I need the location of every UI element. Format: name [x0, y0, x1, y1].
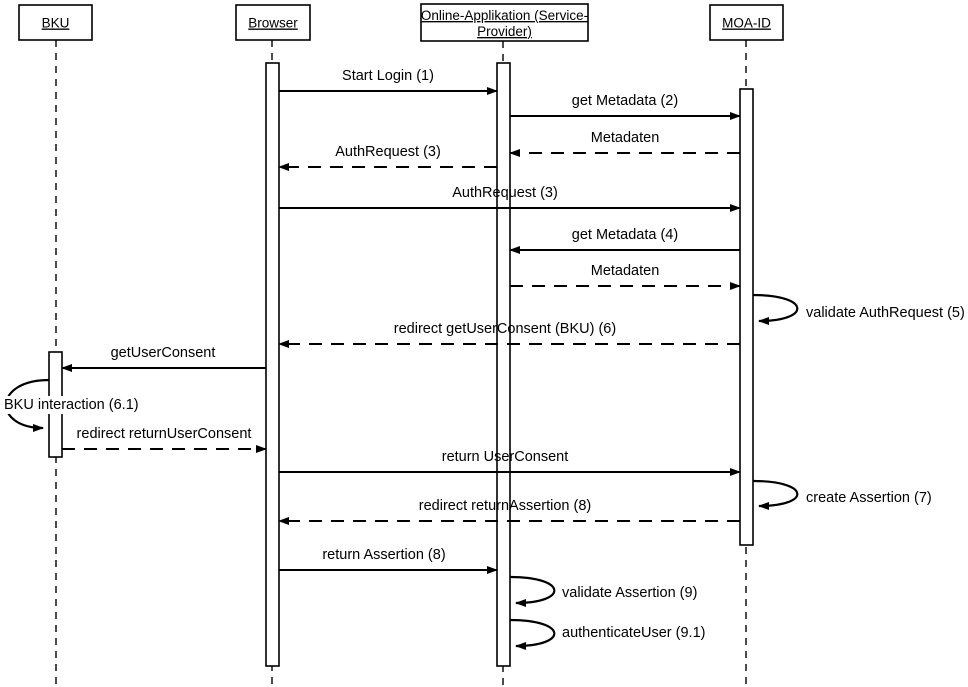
self-message-label-backing-2	[0, 396, 162, 414]
self-message-4[interactable]: validate Assertion (9)	[509, 575, 697, 607]
self-message-label-2: BKU interaction (6.1)	[4, 397, 139, 413]
self-message-1[interactable]: validate AuthRequest (5)	[752, 293, 965, 325]
message-label-5: AuthRequest (3)	[452, 185, 558, 201]
self-message-2[interactable]: BKU interaction (6.1)	[0, 378, 162, 432]
self-messages-group: validate AuthRequest (5) BKU interaction …	[0, 293, 965, 650]
message-3[interactable]: Metadaten	[509, 130, 740, 157]
message-12[interactable]: redirect returnAssertion (8)	[278, 498, 740, 525]
message-1[interactable]: Start Login (1)	[279, 68, 498, 95]
self-message-curve-1	[752, 293, 799, 325]
self-message-5[interactable]: authenticateUser (9.1)	[509, 618, 705, 650]
message-label-7: Metadaten	[591, 263, 660, 279]
lifeline-header-box-browser[interactable]	[235, 4, 311, 41]
message-label-3: Metadaten	[591, 130, 660, 146]
message-label-12: redirect returnAssertion (8)	[419, 498, 591, 514]
message-label-9: getUserConsent	[111, 345, 216, 361]
message-4[interactable]: AuthRequest (3)	[278, 144, 497, 171]
self-message-curve-3	[752, 479, 799, 510]
message-label-6: get Metadata (4)	[572, 227, 678, 243]
message-7[interactable]: Metadaten	[510, 263, 741, 290]
message-8[interactable]: redirect getUserConsent (BKU) (6)	[278, 321, 740, 348]
message-label-10: redirect returnUserConsent	[77, 426, 252, 442]
message-11[interactable]: return UserConsent	[279, 449, 741, 476]
message-13[interactable]: return Assertion (8)	[279, 547, 498, 574]
self-message-label-4: validate Assertion (9)	[562, 585, 697, 601]
lifeline-label-oa: Online-Applikation (Service-	[421, 8, 588, 23]
lifeline-bku[interactable]: BKU	[18, 4, 93, 685]
message-6[interactable]: get Metadata (4)	[509, 227, 740, 254]
message-label-13: return Assertion (8)	[322, 547, 445, 563]
lifeline-browser[interactable]: Browser	[235, 4, 311, 685]
activation-bar-moaid[interactable]	[739, 88, 754, 546]
message-label-8: redirect getUserConsent (BKU) (6)	[394, 321, 616, 337]
lifeline-header-box-bku[interactable]	[18, 4, 93, 41]
lifeline-label-bku: BKU	[42, 16, 70, 31]
activation-bar-oa[interactable]	[496, 62, 511, 667]
lifeline-label-browser: Browser	[248, 16, 298, 31]
self-message-3[interactable]: create Assertion (7)	[752, 479, 932, 510]
activation-bar-browser[interactable]	[265, 62, 280, 667]
message-label-2: get Metadata (2)	[572, 93, 678, 109]
lifeline-header-box-oa[interactable]	[420, 3, 589, 42]
message-9[interactable]: getUserConsent	[61, 345, 266, 372]
self-message-label-5: authenticateUser (9.1)	[562, 625, 705, 641]
self-message-curve-4	[509, 575, 556, 607]
messages-group: Start Login (1) get Metadata (2) Metadaten…	[61, 68, 741, 574]
message-label-4: AuthRequest (3)	[335, 144, 441, 160]
message-5[interactable]: AuthRequest (3)	[279, 185, 741, 212]
lifeline-label-oa-line2: Provider)	[477, 24, 532, 39]
message-2[interactable]: get Metadata (2)	[510, 93, 741, 120]
message-label-1: Start Login (1)	[342, 68, 434, 84]
self-message-label-1: validate AuthRequest (5)	[806, 305, 965, 321]
self-message-curve-5	[509, 618, 556, 650]
lifeline-label-moaid: MOA-ID	[722, 16, 771, 31]
activations-group	[48, 62, 754, 667]
message-label-11: return UserConsent	[442, 449, 569, 465]
message-10[interactable]: redirect returnUserConsent	[62, 426, 267, 453]
self-message-label-3: create Assertion (7)	[806, 490, 932, 506]
lifeline-header-box-moaid[interactable]	[709, 4, 784, 41]
